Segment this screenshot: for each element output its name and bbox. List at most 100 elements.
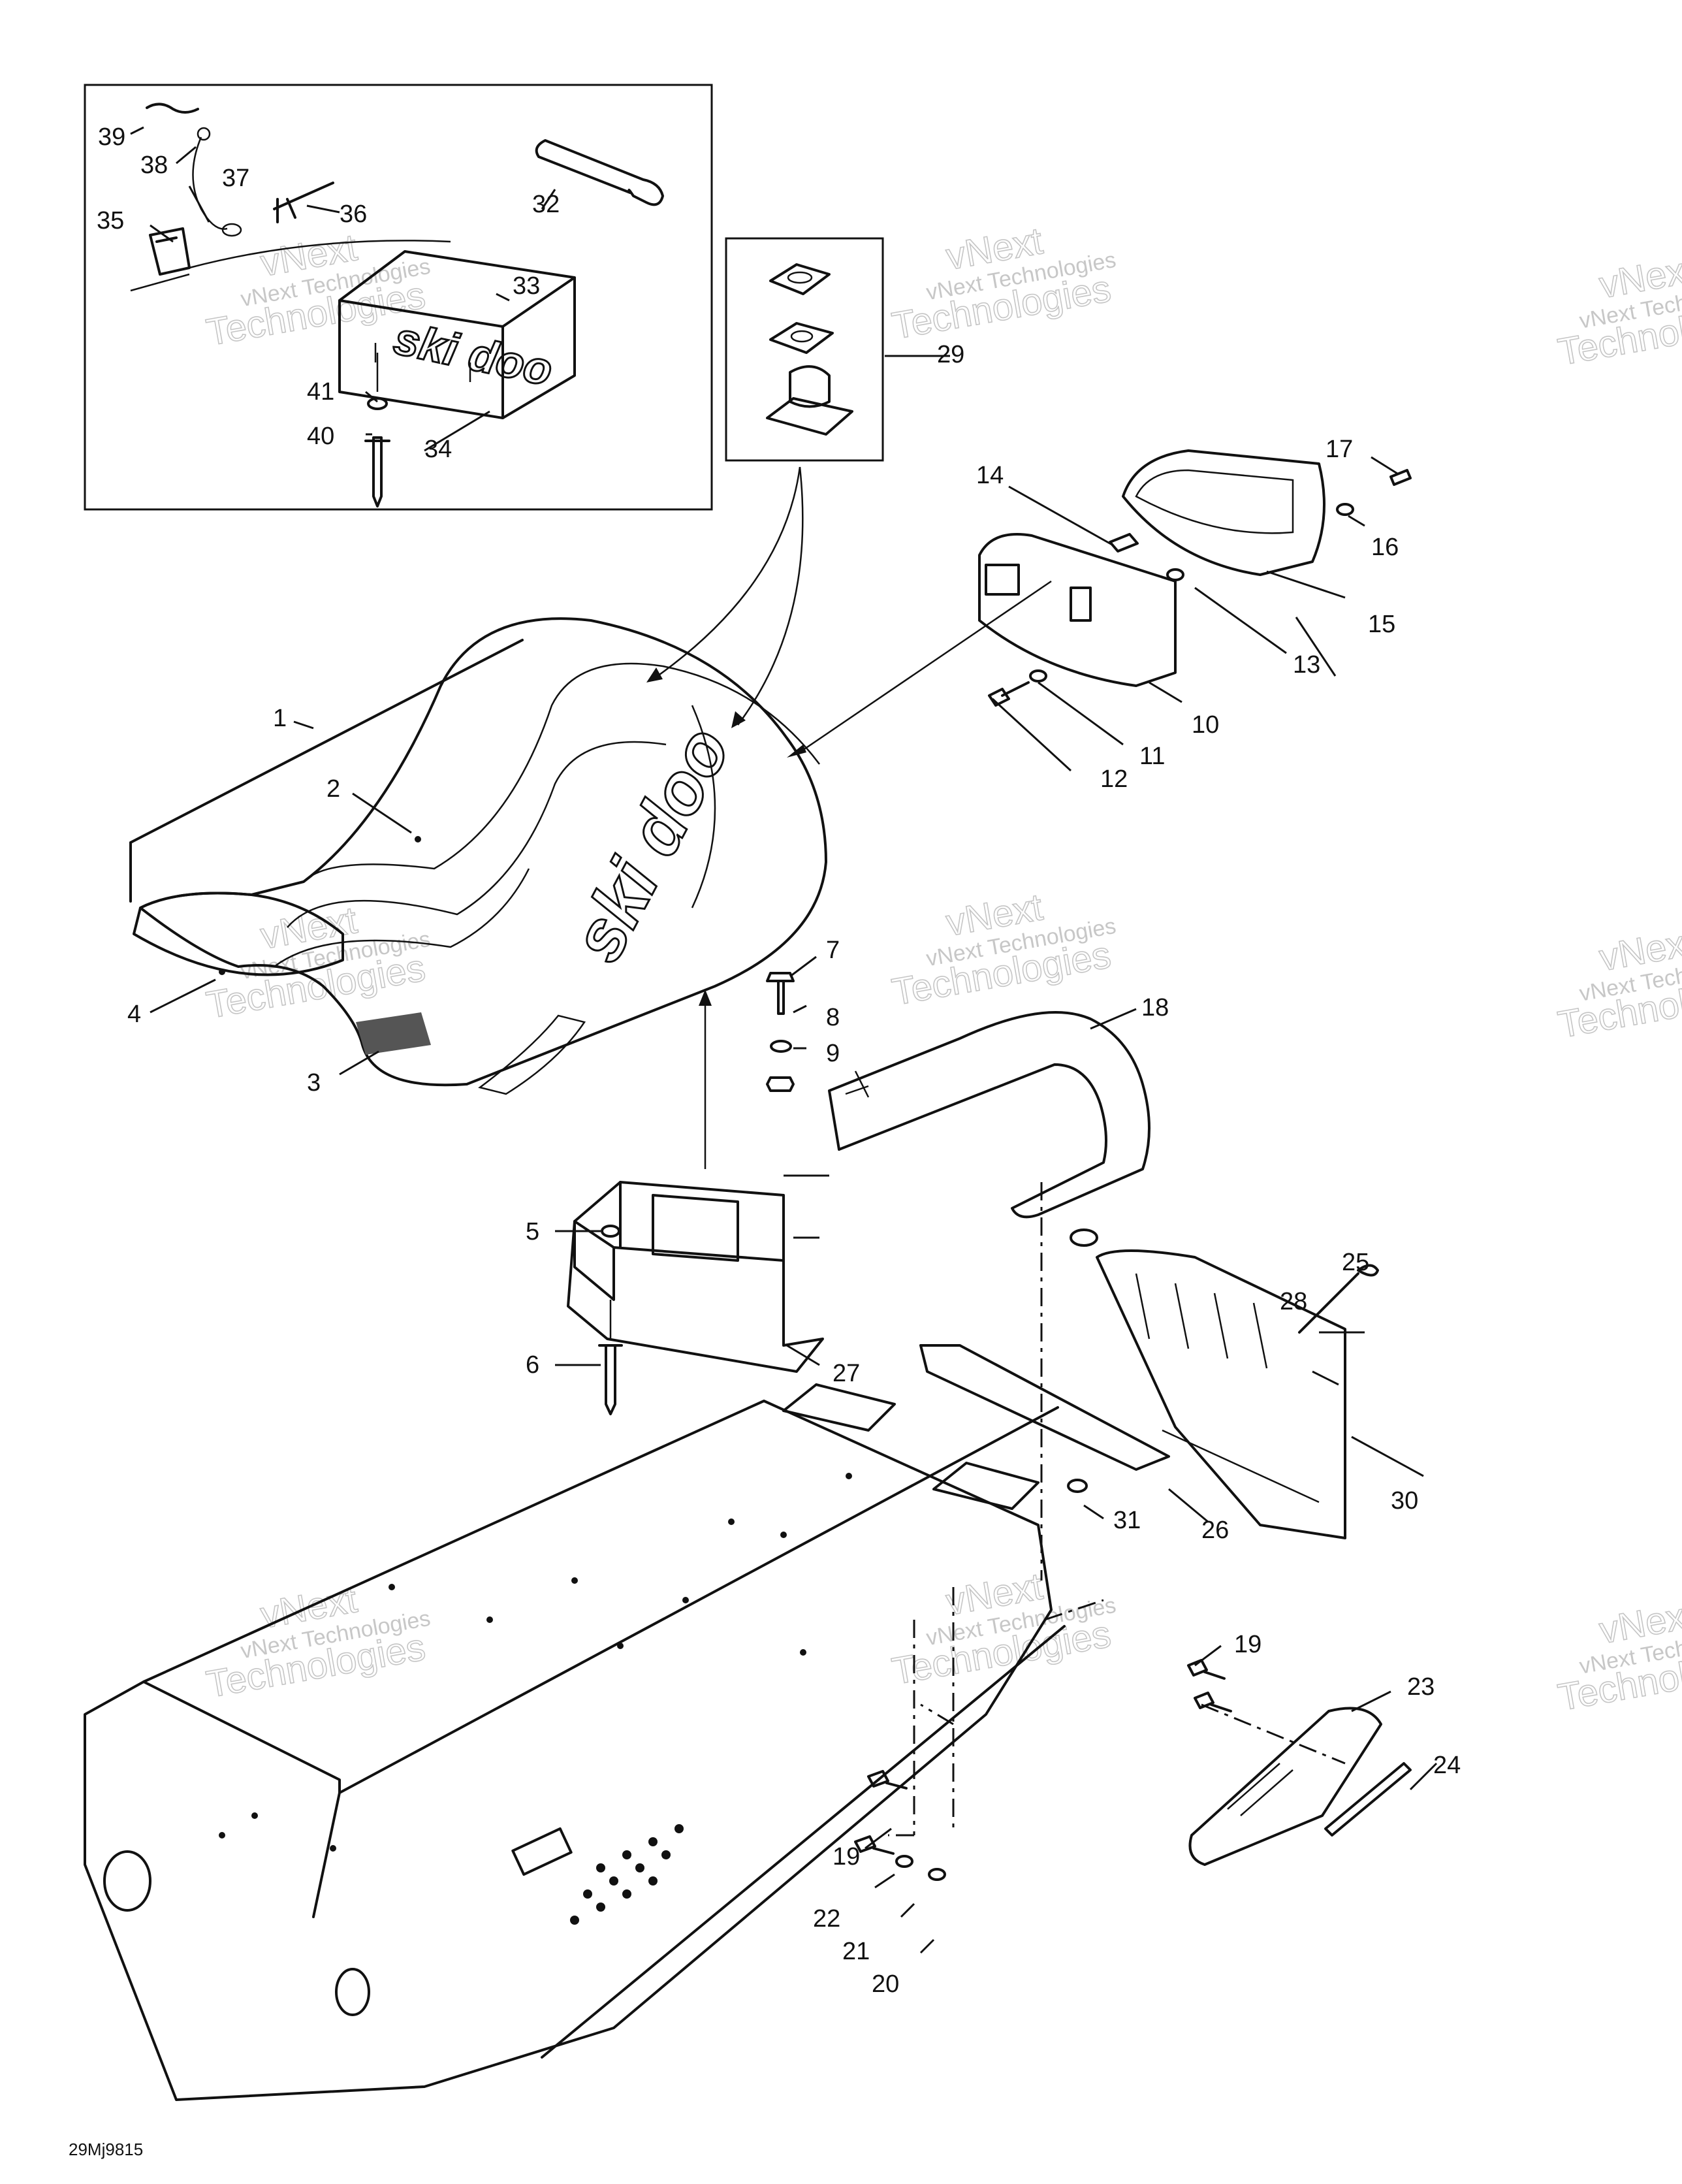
seat-stitch-lower <box>274 868 530 968</box>
pointer-arrow <box>796 580 1052 756</box>
board-hole <box>609 1876 618 1886</box>
callout-37: 37 <box>222 165 249 192</box>
rivet-hole <box>571 1577 578 1584</box>
rivet-hole <box>219 1832 225 1839</box>
clip-pin <box>146 103 199 114</box>
callout-22: 22 <box>813 1905 840 1933</box>
tunnel-edges <box>142 1406 1059 1918</box>
rivet-hole <box>617 1643 624 1649</box>
leader-lines-inset <box>130 126 556 452</box>
center-line <box>130 273 190 292</box>
flap-panel <box>1096 1249 1346 1539</box>
washer <box>601 1225 620 1238</box>
board-hole <box>596 1903 605 1912</box>
tunnel-cutouts <box>782 1383 1039 1510</box>
rivet <box>598 1344 623 1415</box>
screw <box>1187 1659 1226 1680</box>
callout-26: 26 <box>1201 1517 1229 1544</box>
callout-6: 6 <box>526 1351 539 1379</box>
box-logo: ski doo <box>390 312 557 395</box>
callout-20: 20 <box>872 1970 899 1998</box>
washer <box>367 397 388 410</box>
snow-flap <box>919 1249 1379 1539</box>
leader-lines-main <box>150 720 1137 1366</box>
callout-29: 29 <box>937 341 964 368</box>
arrow-head <box>699 989 712 1006</box>
seat-base <box>567 989 824 1415</box>
callout-27: 27 <box>833 1360 860 1387</box>
light-housing <box>978 533 1177 687</box>
callout-39: 39 <box>98 123 125 151</box>
seat-bracket-line <box>129 639 524 903</box>
callout-23: 23 <box>1407 1673 1435 1701</box>
tunnel-hole <box>335 1968 370 2016</box>
rear-bumper <box>828 1011 1150 1247</box>
housing-window <box>985 564 1020 596</box>
callout-10: 10 <box>1192 711 1219 739</box>
bumper-bar <box>828 1011 1150 1219</box>
callout-3: 3 <box>307 1069 321 1097</box>
flap-line <box>1162 1429 1320 1503</box>
callout-36: 36 <box>340 201 367 228</box>
seat-cushion <box>139 617 827 1087</box>
retaining-pin <box>273 182 334 223</box>
nut <box>766 1076 795 1092</box>
callout-16: 16 <box>1371 534 1399 561</box>
washer <box>1336 503 1354 516</box>
flap-ribs <box>1135 1273 1268 1369</box>
washer <box>1029 669 1047 682</box>
rivet-hole <box>389 1584 395 1590</box>
seat-dot <box>219 969 225 975</box>
washer <box>770 1040 792 1053</box>
washer <box>928 1868 946 1881</box>
callout-28: 28 <box>1280 1288 1307 1315</box>
seat-dot <box>415 836 421 843</box>
callout-1: 1 <box>273 705 287 732</box>
board-hole <box>661 1850 671 1859</box>
rivet-hole <box>682 1597 689 1603</box>
lanyard-eyelet <box>221 223 242 237</box>
board-hole <box>635 1863 644 1872</box>
tunnel-hole <box>103 1850 151 1912</box>
bumper-end <box>1070 1228 1098 1247</box>
callout-18: 18 <box>1141 994 1169 1021</box>
latch-plate <box>769 322 834 354</box>
callout-19b: 19 <box>833 1843 860 1871</box>
grommet <box>1166 568 1184 581</box>
lanyard-ring <box>197 127 211 141</box>
callout-17: 17 <box>1325 436 1353 463</box>
latch-gasket <box>769 263 831 295</box>
board-hole <box>674 1824 684 1833</box>
seat-graphic <box>478 1014 586 1095</box>
callout-34: 34 <box>424 436 452 463</box>
washer <box>1067 1479 1088 1493</box>
seat-stitch-rear <box>691 705 716 908</box>
inset-frame <box>84 84 713 511</box>
callout-12: 12 <box>1100 765 1128 793</box>
callout-32: 32 <box>532 191 560 218</box>
callouts: 1 2 3 4 5 6 7 8 9 10 11 12 13 14 15 16 1… <box>97 123 1461 1998</box>
tunnel <box>84 1383 1066 2101</box>
callout-35: 35 <box>97 207 124 234</box>
seat-base-edges <box>573 1181 785 1301</box>
rivet-hole <box>780 1532 787 1538</box>
callout-30: 30 <box>1391 1487 1418 1515</box>
lens-inner <box>1135 469 1294 534</box>
cap-grille <box>1227 1763 1293 1816</box>
callout-9: 9 <box>826 1040 840 1067</box>
corner-cap-body <box>1188 1707 1382 1866</box>
callout-7: 7 <box>826 937 840 964</box>
callout-31: 31 <box>1113 1507 1141 1534</box>
seat-fasteners <box>766 972 795 1092</box>
drawing-code: 29Mj9815 <box>69 2140 143 2159</box>
bolt <box>766 972 795 1015</box>
callout-14: 14 <box>976 462 1004 489</box>
watermark-group: vNext vNext Technologies Technologies vN… <box>203 219 1682 1719</box>
plate-hole <box>790 330 814 343</box>
screw <box>867 1770 908 1790</box>
storage-box <box>338 250 576 419</box>
lanyard-route <box>189 240 451 269</box>
rivet-hole <box>846 1473 852 1479</box>
board-hole <box>648 1837 658 1846</box>
running-board-holes <box>570 1824 684 1925</box>
